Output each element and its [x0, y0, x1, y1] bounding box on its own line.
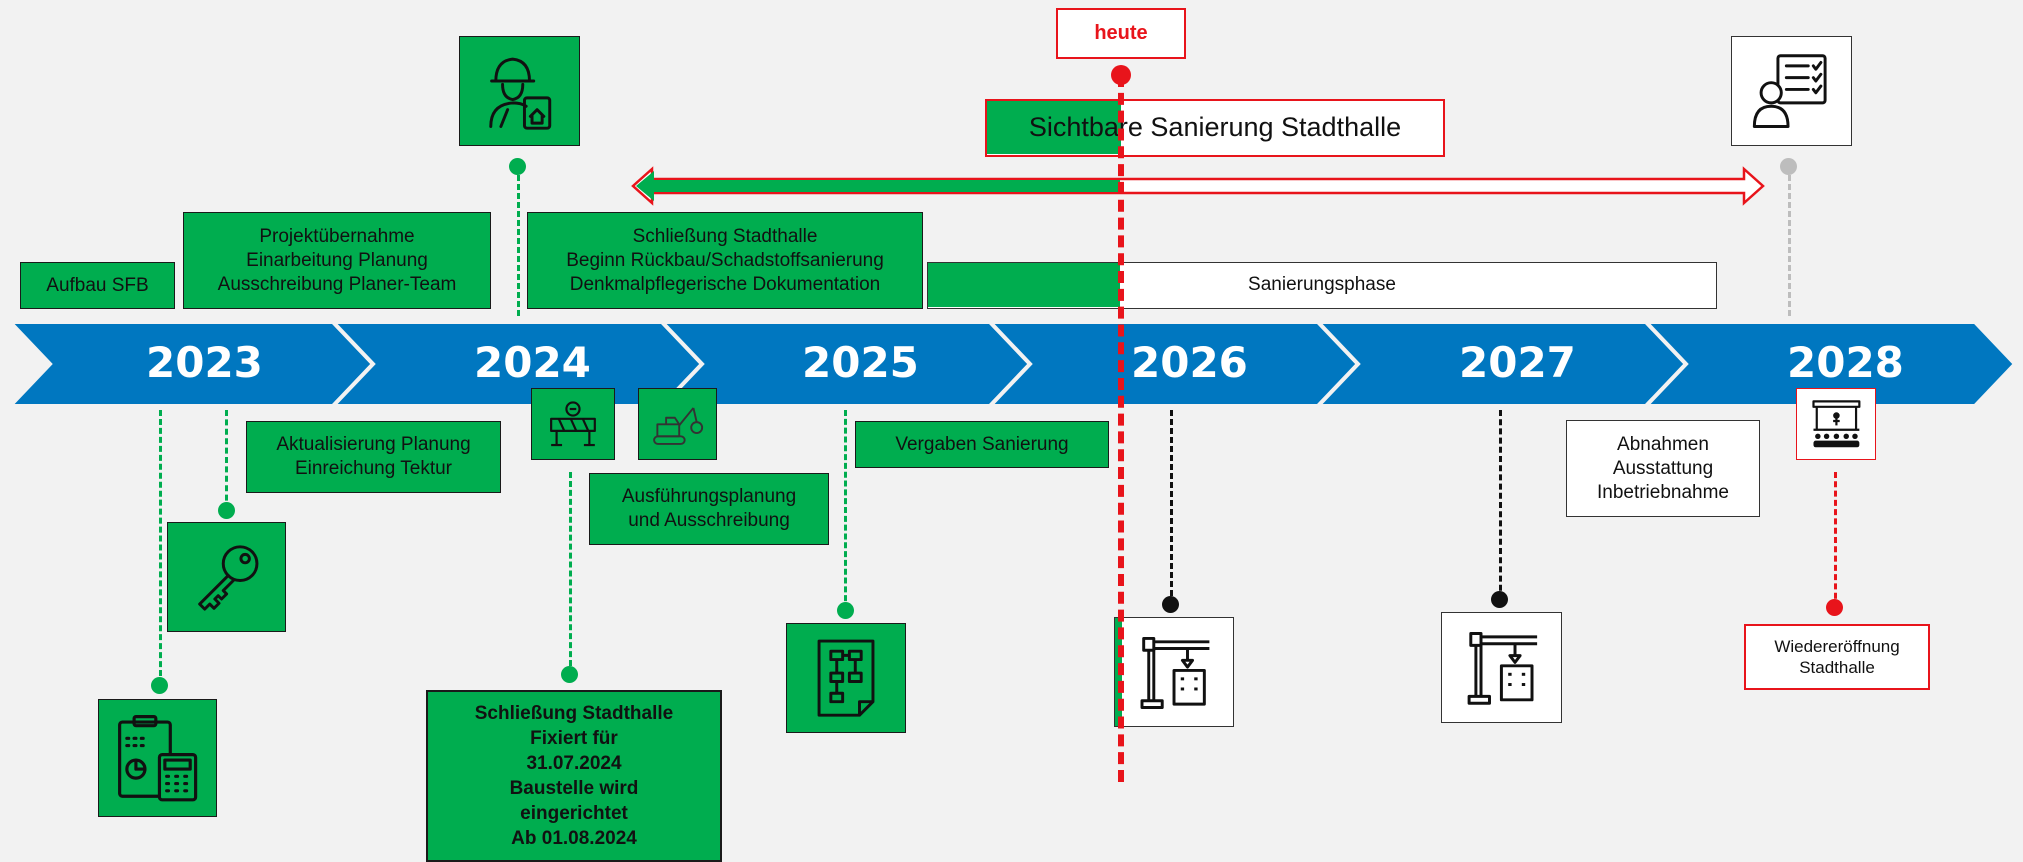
key-icon — [198, 545, 259, 611]
dot-crane-2027 — [1491, 591, 1508, 608]
road-barrier-icon — [550, 401, 596, 446]
connector-checklist — [1788, 166, 1791, 316]
schliessung-beginn-box: Schließung Stadthalle Beginn Rückbau/Sch… — [527, 212, 923, 309]
connector-wiedereroeffnung — [1834, 472, 1837, 608]
connector-plan — [844, 410, 847, 610]
checklist-person-icon-box — [1731, 36, 1852, 146]
today-label: heute — [1056, 8, 1186, 59]
renovation-double-arrow — [631, 166, 1765, 206]
aktualisierung-box: Aktualisierung Planung Einreichung Tektu… — [246, 421, 501, 493]
demolition-icon-box — [638, 388, 717, 460]
projekt-box: Projektübernahme Einarbeitung Planung Au… — [183, 212, 491, 309]
engineer-icon — [489, 57, 552, 130]
vergaben-box: Vergaben Sanierung — [855, 421, 1109, 468]
connector-crane-2026 — [1170, 410, 1173, 605]
key-icon-box — [167, 522, 286, 632]
year-2027: 2027 — [1459, 338, 1576, 387]
connector-key — [225, 410, 228, 510]
ausfuehrung-box: Ausführungsplanung und Ausschreibung — [589, 473, 829, 545]
crane-2027-icon-box — [1441, 612, 1562, 723]
plan-document-icon — [817, 639, 875, 717]
dot-checklist — [1780, 158, 1797, 175]
dot-crane-2026 — [1162, 596, 1179, 613]
engineer-icon-box — [459, 36, 580, 146]
sichtbare-sanierung-progress — [987, 101, 1121, 154]
sanierungsphase-progress — [928, 263, 1120, 307]
connector-calculator — [159, 410, 162, 685]
dot-key — [218, 502, 235, 519]
dot-wiedereroeffnung — [1826, 599, 1843, 616]
wiedereroeffnung-box: Wiedereröffnung Stadthalle — [1744, 624, 1930, 690]
sichtbare-sanierung-title: Sichtbare Sanierung Stadthalle — [1028, 112, 1402, 142]
dot-engineer — [509, 158, 526, 175]
checklist-person-icon — [1752, 54, 1827, 128]
plan-icon-box — [786, 623, 906, 733]
barrier-icon-box — [531, 388, 615, 460]
year-2028: 2028 — [1787, 338, 1904, 387]
crane-building-icon — [1140, 636, 1210, 709]
chevron-2028 — [1641, 320, 2018, 408]
aufbau-box: Aufbau SFB — [20, 262, 175, 309]
year-2026: 2026 — [1131, 338, 1248, 387]
sichtbare-sanierung-box: Sichtbare Sanierung Stadthalle — [985, 99, 1445, 157]
year-2024: 2024 — [474, 338, 591, 387]
schliessung-fixiert-box: Schließung Stadthalle Fixiert für 31.07.… — [426, 690, 722, 862]
year-2025: 2025 — [802, 338, 919, 387]
timeline-band — [5, 320, 2018, 408]
connector-engineer — [517, 166, 520, 316]
calculator-clipboard-icon — [117, 714, 198, 802]
today-line — [1118, 75, 1124, 782]
dot-plan — [837, 602, 854, 619]
dot-schliessung — [561, 666, 578, 683]
demolition-excavator-icon — [653, 407, 704, 445]
connector-crane-2027 — [1499, 410, 1502, 600]
crane-2026-icon-box — [1114, 617, 1234, 727]
year-2023: 2023 — [146, 338, 263, 387]
stage-audience-icon — [1811, 399, 1861, 447]
stage-icon-box — [1796, 388, 1876, 460]
connector-schliessung — [569, 472, 572, 675]
sanierungsphase-label: Sanierungsphase — [1248, 274, 1396, 295]
abnahmen-box: Abnahmen Ausstattung Inbetriebnahme — [1566, 420, 1760, 517]
sanierungsphase-bar: Sanierungsphase — [927, 262, 1717, 309]
dot-calculator — [151, 677, 168, 694]
calculator-icon-box — [98, 699, 217, 817]
crane-building-icon — [1467, 631, 1538, 705]
